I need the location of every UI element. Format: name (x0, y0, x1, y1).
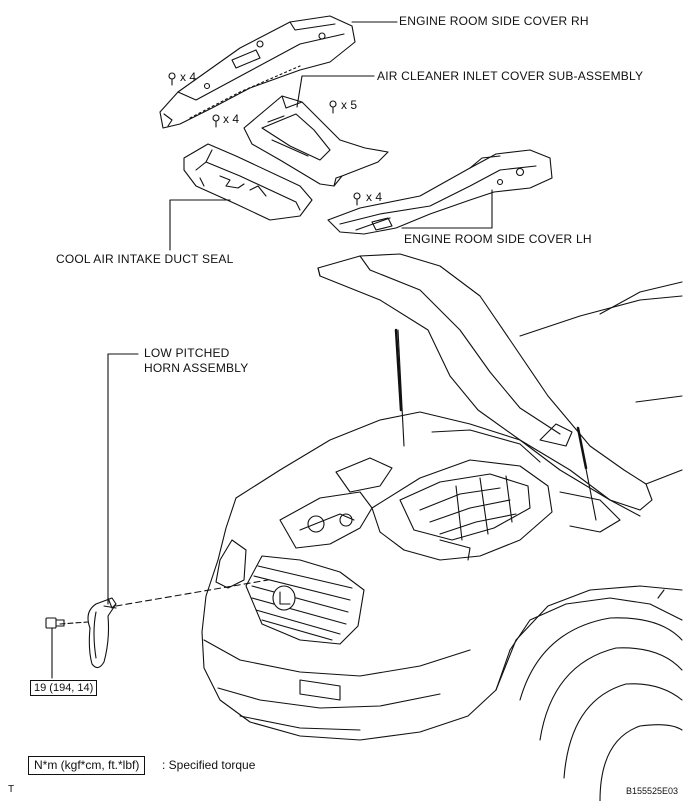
air-cleaner-inlet-cover (243, 95, 389, 187)
lexus-emblem (272, 585, 296, 611)
label-engine-room-side-cover-lh: ENGINE ROOM SIDE COVER LH (404, 232, 592, 246)
cool-air-intake-duct-seal (183, 143, 313, 221)
engine-room-side-cover-lh (327, 149, 553, 235)
clip-symbol-rh (168, 72, 176, 86)
legend-torque-meaning: : Specified torque (162, 758, 256, 772)
leader-lh (401, 189, 493, 229)
leader-inlet-cover (296, 75, 375, 108)
qty-lh-clips: x 4 (366, 190, 383, 204)
torque-value-horn-bolt: 19 (194, 14) (30, 680, 98, 696)
corner-mark-left: T (8, 784, 15, 795)
horn-bolt (45, 617, 65, 629)
qty-seal-clips: x 4 (223, 112, 240, 126)
leader-horn (107, 353, 139, 605)
qty-rh-clips: x 4 (180, 70, 197, 84)
label-horn-line1: LOW PITCHED (144, 346, 230, 360)
horn-mount-line (115, 579, 269, 607)
legend-torque-units: N*m (kgf*cm, ft.*lbf) (28, 756, 146, 775)
label-horn-line2: HORN ASSEMBLY (144, 361, 249, 375)
clip-symbol-seal (212, 114, 220, 128)
bolt-mount-line (59, 621, 89, 625)
leader-duct-seal (169, 199, 231, 251)
qty-inlet-clips: x 5 (341, 98, 358, 112)
label-cool-air-intake-duct-seal: COOL AIR INTAKE DUCT SEAL (56, 252, 234, 266)
label-air-cleaner-inlet-cover: AIR CLEANER INLET COVER SUB-ASSEMBLY (377, 69, 644, 83)
label-engine-room-side-cover-rh: ENGINE ROOM SIDE COVER RH (399, 14, 589, 28)
hood-strut-left (397, 329, 405, 447)
figure-code: B155525E03 (626, 786, 679, 796)
clip-symbol-inlet (329, 100, 337, 114)
vehicle-front-open-hood (201, 253, 683, 801)
horn-assembly (87, 597, 117, 669)
clip-symbol-lh (353, 192, 361, 206)
engine-room-side-cover-rh (159, 15, 356, 129)
